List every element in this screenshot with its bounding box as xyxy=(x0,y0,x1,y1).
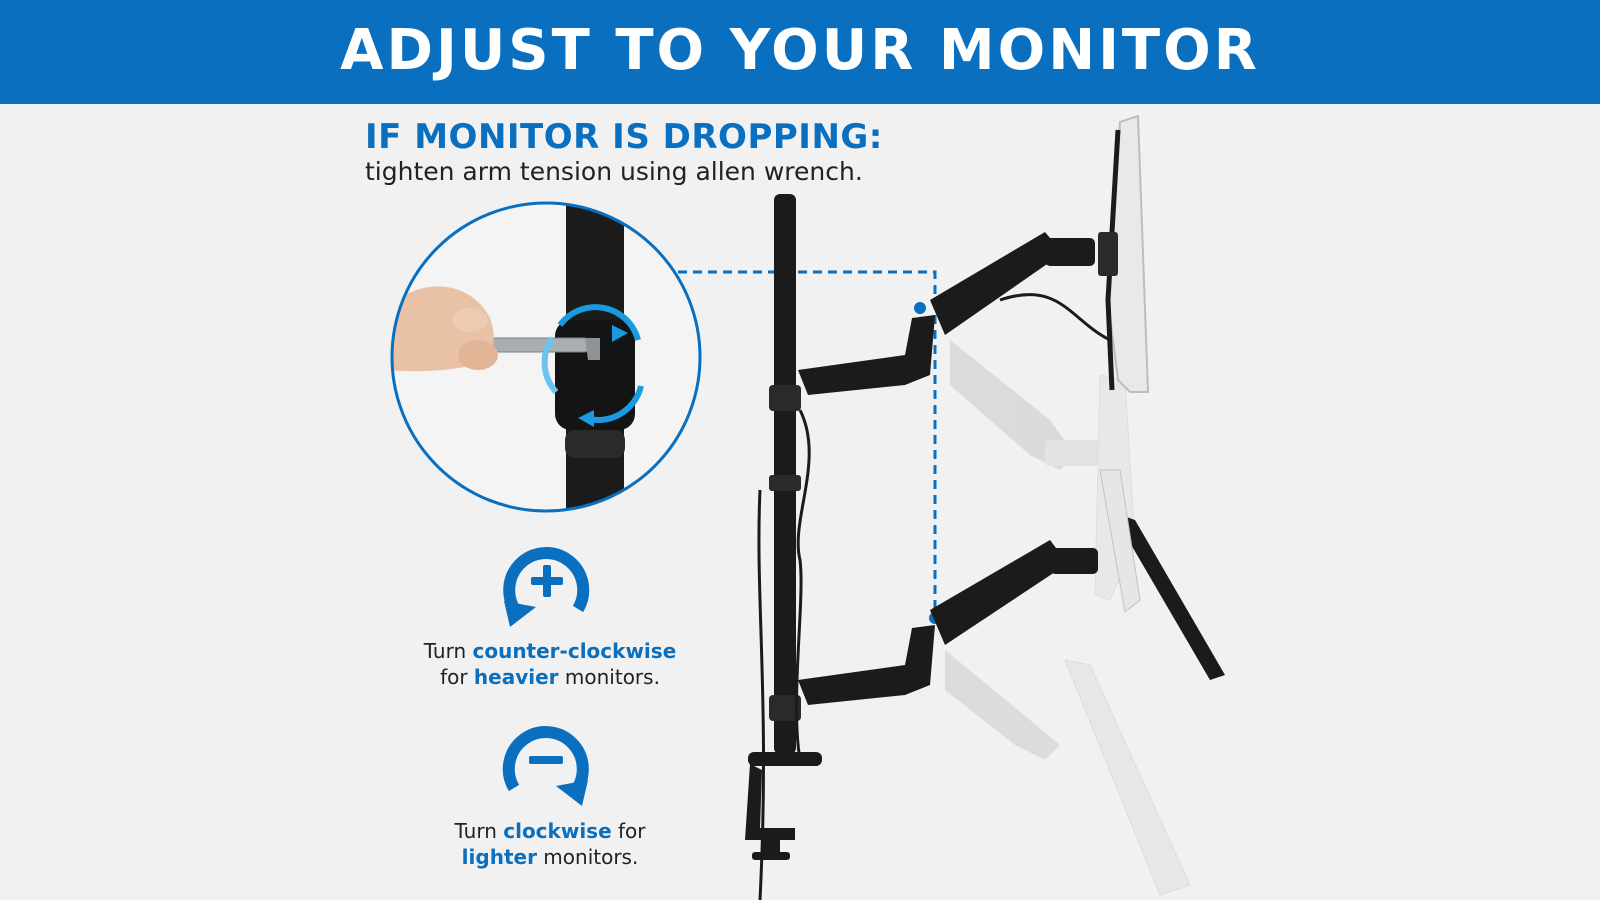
product-illustration xyxy=(390,114,1225,900)
section-subheading: tighten arm tension using allen wrench. xyxy=(365,157,863,186)
monitor-arm-lower xyxy=(798,540,1098,705)
section-heading: IF MONITOR IS DROPPING: xyxy=(365,117,883,157)
instruction-lighter-line2: lighter monitors. xyxy=(461,845,639,869)
callout-dot-upper xyxy=(914,302,926,314)
minus-rotate-icon xyxy=(502,726,589,806)
emphasis-lighter: lighter xyxy=(461,845,537,869)
emphasis-counter-clockwise: counter-clockwise xyxy=(472,639,677,663)
allen-wrench xyxy=(489,337,600,360)
page-title: ADJUST TO YOUR MONITOR xyxy=(340,18,1260,83)
callout-dashed-lines xyxy=(678,270,937,620)
monitor-upper xyxy=(1098,114,1150,393)
instruction-heavier-line1: Turn counter-clockwise xyxy=(423,639,677,663)
emphasis-heavier: heavier xyxy=(473,665,559,689)
header-banner: ADJUST TO YOUR MONITOR xyxy=(0,0,1600,104)
mount-pole xyxy=(757,194,811,900)
instruction-heavier-line2: for heavier monitors. xyxy=(440,665,660,689)
zoom-detail-circle xyxy=(390,201,702,513)
desk-clamp xyxy=(745,752,822,860)
instruction-lighter-line1: Turn clockwise for xyxy=(454,819,646,843)
emphasis-clockwise: clockwise xyxy=(503,819,612,843)
ghost-monitor-lower xyxy=(945,650,1191,896)
monitor-lower xyxy=(1099,469,1225,680)
instruction-heavier: Turn counter-clockwise for heavier monit… xyxy=(400,638,700,690)
plus-rotate-icon xyxy=(503,547,590,627)
instruction-lighter: Turn clockwise for lighter monitors. xyxy=(400,818,700,870)
monitor-arm-upper xyxy=(798,232,1111,395)
hand xyxy=(392,286,498,372)
